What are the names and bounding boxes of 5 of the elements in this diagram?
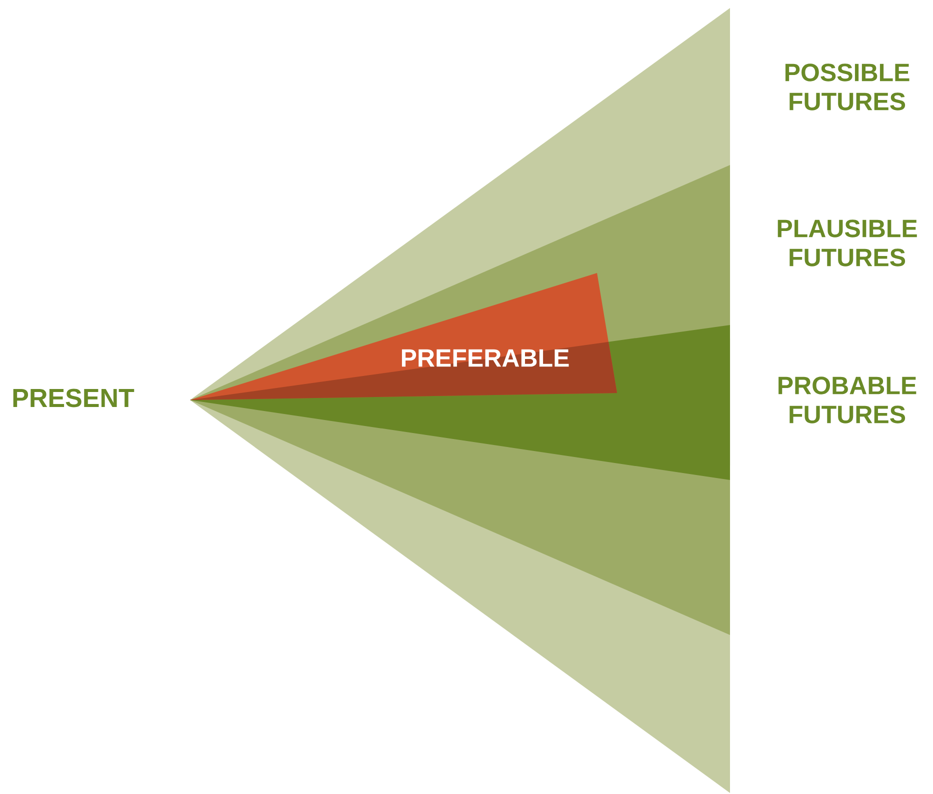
origin-label: PRESENT [13,388,134,408]
band-label: PROBABLE FUTURES [778,376,916,424]
band-label: PREFERABLE [402,349,569,367]
band-label: POSSIBLE FUTURES [785,64,910,110]
band-label: PLAUSIBLE FUTURES [778,220,917,266]
